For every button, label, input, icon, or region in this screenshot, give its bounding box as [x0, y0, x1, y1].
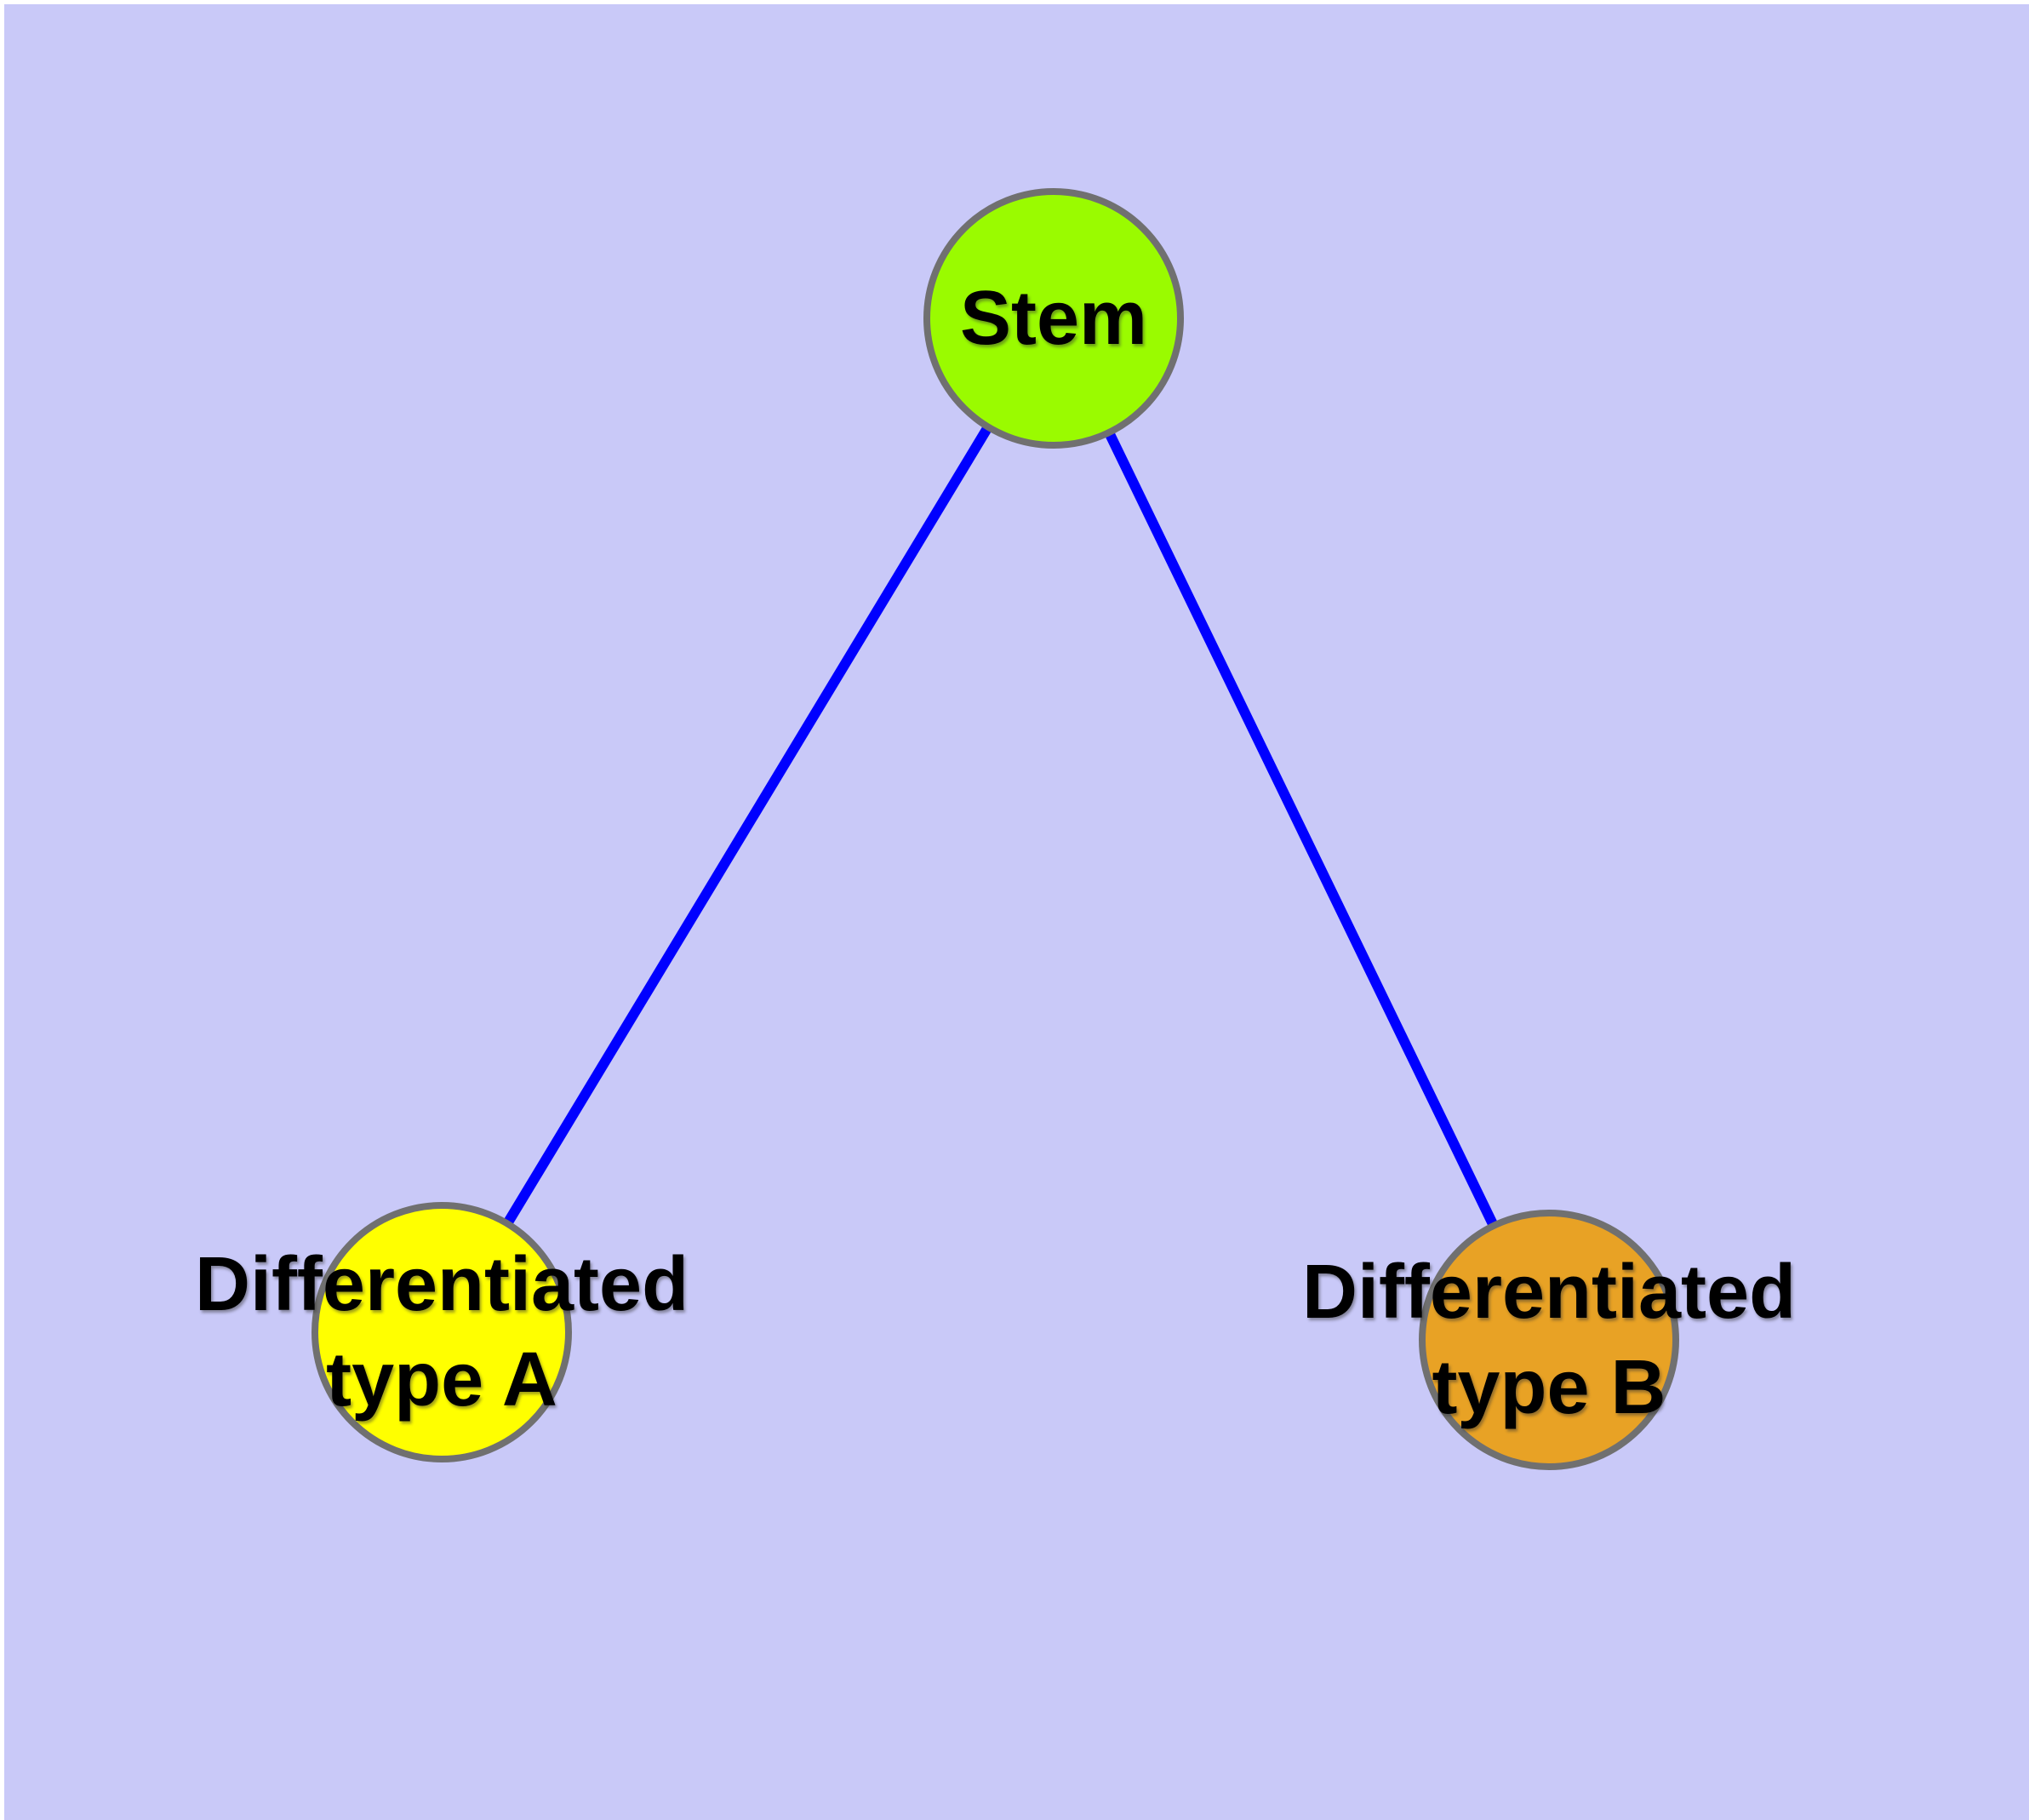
node-differentiated-type-b-label: Differentiated type B [1302, 1245, 1796, 1435]
node-label-line: Differentiated [194, 1242, 689, 1327]
edge-stem-to-differentiated-type-b [1049, 316, 1554, 1342]
node-stem: Stem [923, 188, 1184, 449]
node-label-line: Stem [959, 276, 1148, 361]
node-differentiated-type-b: Differentiated type B [1302, 1210, 1796, 1470]
node-label-line: Differentiated [1301, 1250, 1797, 1335]
node-stem-label: Stem [960, 271, 1147, 366]
node-label-line: type B [1432, 1345, 1666, 1430]
node-differentiated-type-a: Differentiated type A [195, 1202, 689, 1462]
node-label-line: type A [326, 1337, 557, 1422]
edge-stem-to-differentiated-type-a [437, 315, 1059, 1336]
node-differentiated-type-a-label: Differentiated type A [195, 1237, 689, 1428]
